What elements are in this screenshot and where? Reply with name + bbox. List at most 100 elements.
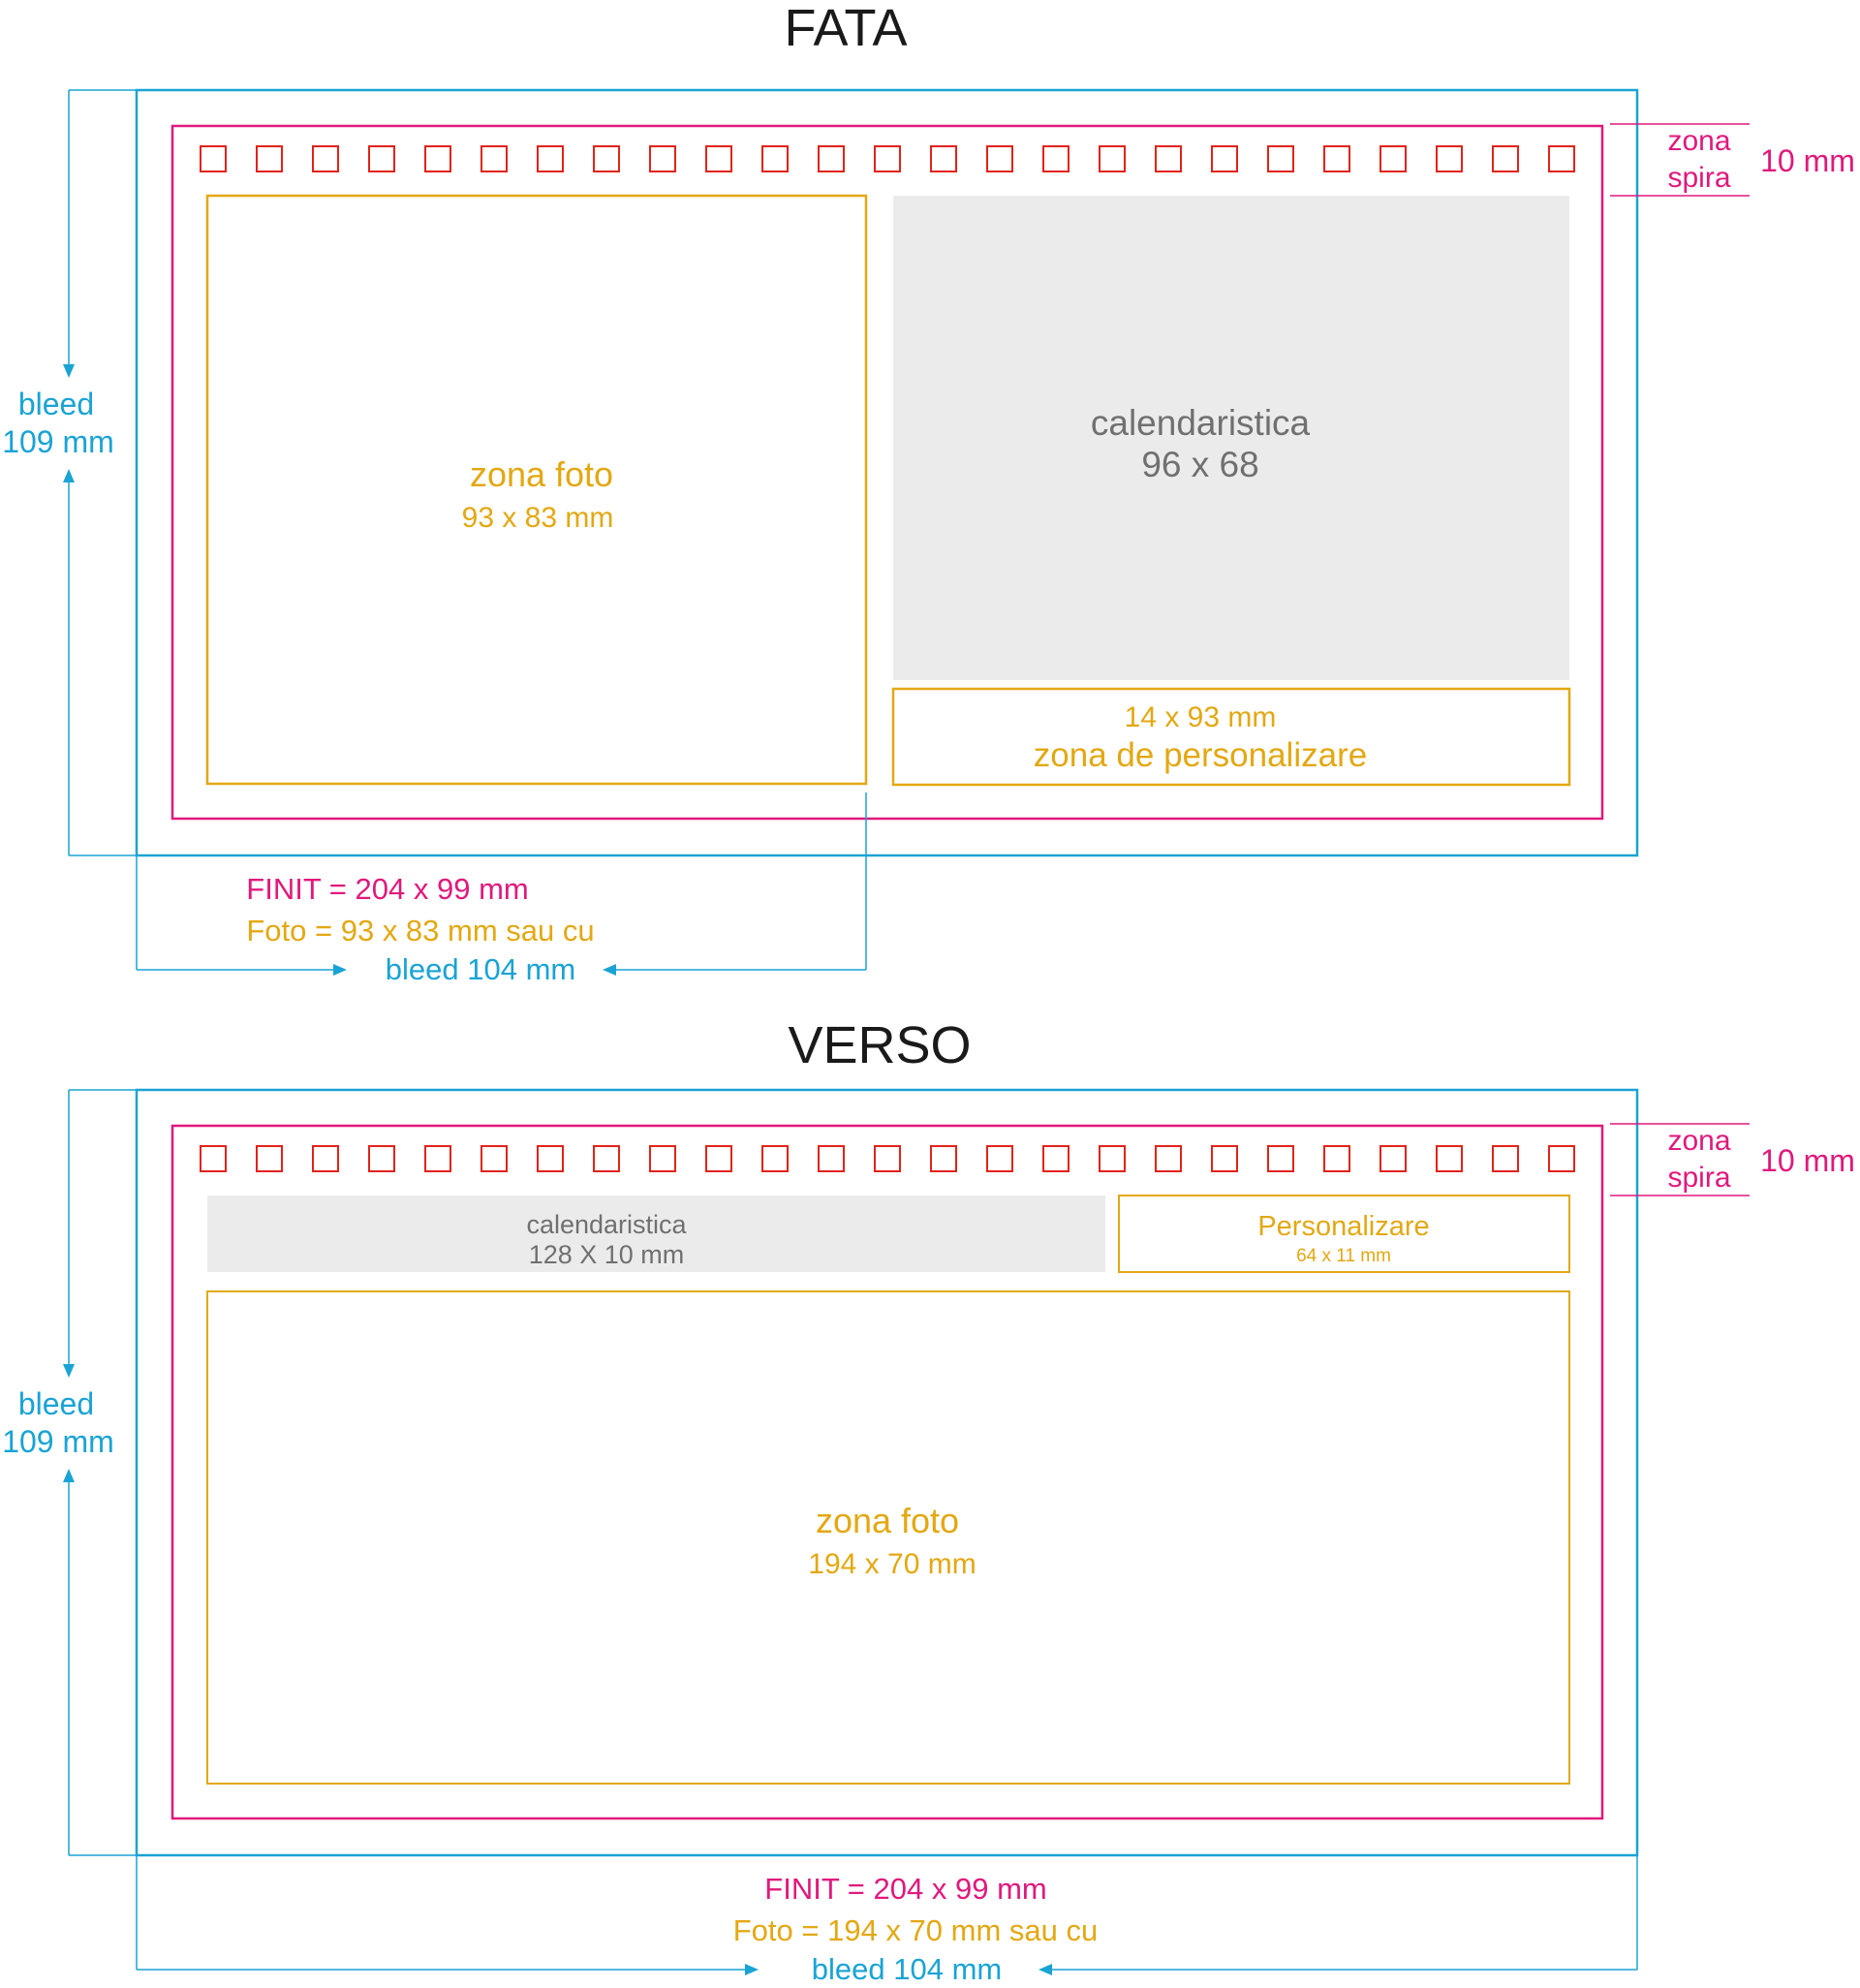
spiral-hole [256,1145,283,1172]
verso-calendar-zone [207,1196,1105,1272]
spiral-hole [1323,145,1350,172]
verso-calendar-size: 128 X 10 mm [528,1240,685,1269]
verso-bleed-h-arrow-right [745,1964,759,1975]
fata-bleed-v-arrow-up [63,469,75,482]
spiral-hole [818,145,845,172]
fata-bleed-v-label1: bleed [17,387,95,421]
spiral-hole [761,145,789,172]
spiral-hole [1380,1145,1407,1172]
spiral-hole [200,1145,227,1172]
verso-finit: FINIT = 204 x 99 mm [764,1872,1047,1906]
verso-foto: Foto = 194 x 70 mm sau cu [732,1913,1099,1947]
verso-diagram-lines [63,1088,1750,1975]
spiral-hole [312,1145,339,1172]
spiral-hole [1323,1145,1350,1172]
verso-zona-spira-line2: spira [1667,1162,1731,1194]
spiral-hole [1099,145,1126,172]
spiral-hole [1099,1145,1126,1172]
spiral-hole [649,1145,676,1172]
fata-zona-spira-line2: spira [1667,162,1731,194]
spiral-hole [368,1145,395,1172]
verso-bleed-h-arrow-left [1038,1964,1052,1975]
verso-photo-size: 194 x 70 mm [808,1548,976,1580]
spiral-hole [256,145,283,172]
verso-finit-frame [170,1124,1604,1820]
fata-bleed-h-arrow-right [333,964,347,976]
verso-bleed-v-arrow-up [63,1469,75,1482]
spiral-hole [874,145,901,172]
spiral-hole [1436,145,1463,172]
spiral-hole [1155,1145,1182,1172]
spiral-hole [200,145,227,172]
verso-personal-zone [1118,1195,1570,1273]
fata-spiral-holes [200,145,1575,172]
verso-spiral-holes [200,1145,1575,1172]
spiral-hole [424,145,451,172]
spiral-hole [537,1145,564,1172]
verso-calendar-label: calendaristica [526,1210,687,1239]
spiral-hole [1548,1145,1575,1172]
fata-title: FATA [784,0,908,57]
spiral-hole [1042,145,1070,172]
spiral-hole [1155,145,1182,172]
fata-diagram-lines [63,88,1750,976]
spiral-hole [593,145,620,172]
spiral-hole [368,145,395,172]
spiral-hole [930,145,957,172]
spiral-hole [705,145,732,172]
fata-spira-size: 10 mm [1760,143,1855,178]
spiral-hole [818,1145,845,1172]
spiral-hole [1492,145,1519,172]
fata-zona-spira-line1: zona [1667,125,1731,157]
spiral-hole [1042,1145,1070,1172]
verso-bleed-v-label2: 109 mm [2,1424,114,1459]
verso-personal-size: 64 x 11 mm [1296,1246,1391,1266]
spiral-hole [1548,145,1575,172]
spiral-hole [1380,145,1407,172]
spiral-hole [424,1145,451,1172]
verso-photo-zone [206,1290,1570,1785]
verso-title: VERSO [788,1016,972,1074]
spiral-hole [480,145,508,172]
fata-calendar-zone [893,196,1569,680]
spiral-hole [930,1145,957,1172]
fata-photo-zone [205,194,868,786]
verso-bleed-h-label: bleed 104 mm [811,1952,1003,1986]
fata-photo-size: 93 x 83 mm [461,502,614,534]
fata-bleed-h-arrow-left [603,964,616,976]
verso-bleed-v-arrow-down [63,1364,75,1378]
fata-personal-zone [891,687,1571,787]
fata-bleed-v-arrow-down [63,364,75,378]
fata-finit: FINIT = 204 x 99 mm [246,872,529,906]
spiral-hole [1436,1145,1463,1172]
spiral-hole [312,145,339,172]
verso-personal-label: Personalizare [1257,1211,1430,1242]
fata-finit-frame [170,124,1604,821]
fata-personal-label: zona de personalizare [1033,736,1368,774]
fata-bleed-v-label2: 109 mm [2,424,114,459]
spiral-hole [480,1145,508,1172]
spiral-hole [705,1145,732,1172]
fata-bleed-frame [135,88,1639,857]
spiral-hole [874,1145,901,1172]
fata-bleed-h-label: bleed 104 mm [385,952,576,986]
fata-personal-size: 14 x 93 mm [1124,701,1277,733]
spiral-hole [593,1145,620,1172]
spiral-hole [537,145,564,172]
spiral-hole [1267,145,1294,172]
spiral-hole [1211,145,1238,172]
fata-photo-label: zona foto [469,454,614,494]
verso-photo-label: zona foto [815,1501,960,1540]
verso-bleed-frame [135,1088,1639,1857]
fata-calendar-size: 96 x 68 [1141,445,1259,484]
spiral-hole [761,1145,789,1172]
spiral-hole [1267,1145,1294,1172]
spiral-hole [1492,1145,1519,1172]
spiral-hole [986,1145,1013,1172]
spiral-hole [1211,1145,1238,1172]
fata-calendar-label: calendaristica [1090,403,1311,443]
spiral-hole [649,145,676,172]
verso-bleed-v-label1: bleed [17,1386,95,1421]
verso-spira-size: 10 mm [1760,1143,1855,1178]
fata-foto: Foto = 93 x 83 mm sau cu [246,914,595,947]
